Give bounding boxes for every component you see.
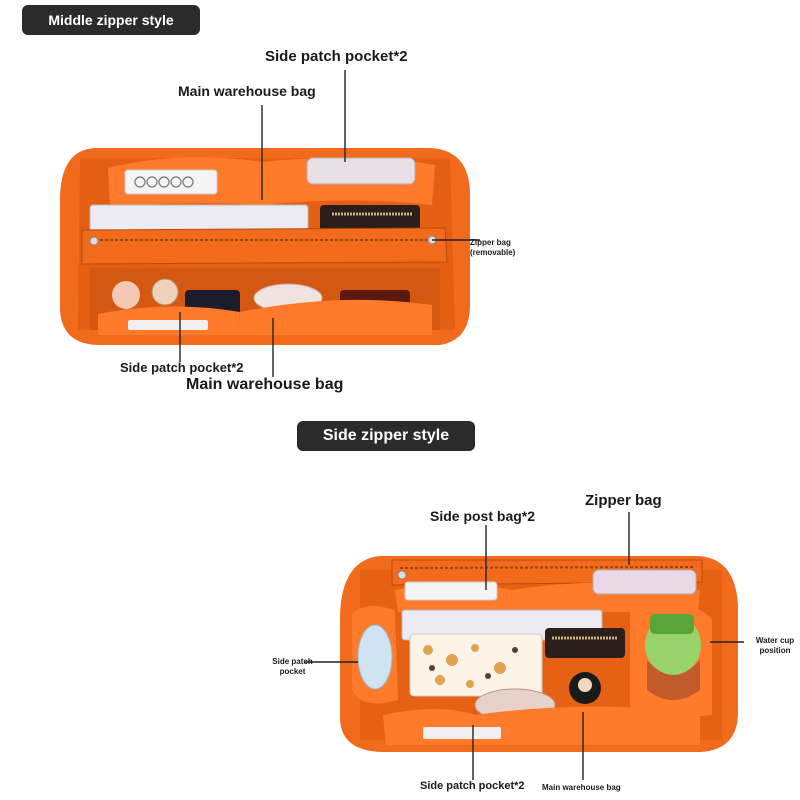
mirror-item	[357, 624, 393, 690]
top-lower-pocket-right	[238, 299, 432, 335]
cosmetic-jar-item	[112, 281, 140, 309]
side-patch-left-line2: pocket	[279, 667, 306, 676]
middle-zipper-title: Middle zipper style	[48, 12, 174, 28]
bottom-organizer	[340, 556, 738, 752]
side-zipper-title: Side zipper style	[322, 427, 450, 444]
bottom-zipper-bag-label: Zipper bag	[585, 492, 662, 509]
water-cup-position-label: Water cup position	[750, 636, 800, 656]
top-main-warehouse-bag-label: Main warehouse bag	[178, 83, 316, 99]
top-zipper-bag	[81, 227, 448, 265]
bottom-side-patch-pocket-label: Side patch pocket*2	[420, 780, 525, 792]
bottom-lower-pocket-right	[473, 706, 700, 745]
side-patch-left-line1: Side patch	[272, 657, 313, 666]
wallet-item	[320, 205, 420, 233]
pencil-case-item	[89, 204, 309, 232]
water-cup-line2: position	[759, 646, 791, 655]
top-bottom-main-warehouse-bag-label: Main warehouse bag	[186, 376, 344, 393]
top-bottom-side-patch-pocket-label: Side patch pocket*2	[120, 360, 244, 375]
top-side-patch-pocket-label: Side patch pocket*2	[265, 48, 408, 65]
top-leader-lines	[179, 70, 480, 377]
middle-zipper-title-badge: Middle zipper style	[22, 5, 200, 35]
bottom-leader-lines	[305, 512, 744, 780]
bottom-side-patch-pocket-left-label: Side patch pocket	[270, 657, 315, 677]
polka-dot-pouch-item	[409, 633, 543, 697]
water-cup-line1: Water cup	[755, 636, 795, 645]
top-organizer	[60, 148, 470, 345]
top-zipper-bag-text: Zipper bag	[470, 238, 511, 247]
phone-item	[306, 157, 416, 185]
side-post-bag-label: Side post bag*2	[430, 508, 536, 524]
side-zipper-title-badge: Side zipper style	[297, 421, 475, 451]
top-zipper-bag-label: Zipper bag (removable)	[470, 238, 515, 258]
top-zipper-bag-subtext: (removable)	[470, 248, 516, 257]
bottom-main-warehouse-bag-label: Main warehouse bag	[542, 783, 621, 792]
